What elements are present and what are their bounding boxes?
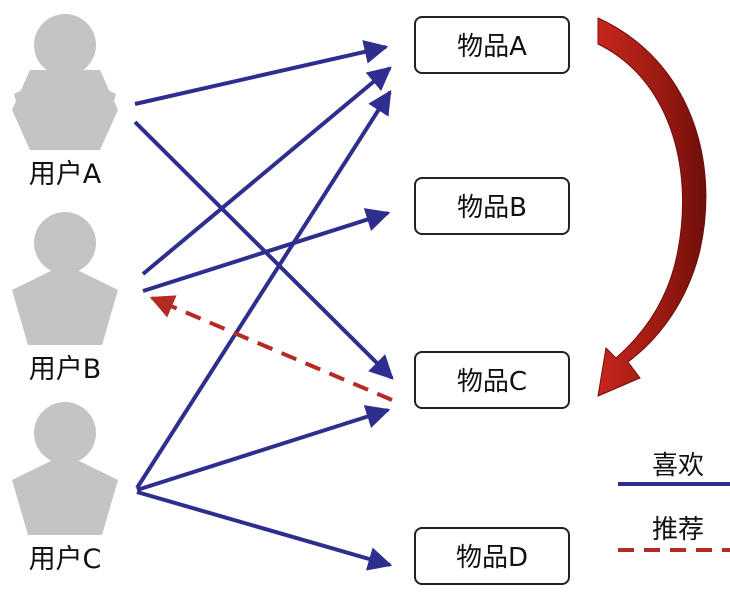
recommend-edges	[149, 295, 393, 402]
item-d: 物品D	[414, 527, 570, 585]
edge-userb-itema	[141, 66, 392, 276]
legend-like: 喜欢	[618, 451, 730, 486]
edge-usera-itemc	[133, 120, 394, 380]
similarity-curve-arrow	[597, 17, 707, 397]
item-a-label: 物品A	[457, 32, 527, 62]
legend: 喜欢 推荐	[618, 451, 730, 552]
like-edges	[133, 40, 394, 571]
user-c: 用户C	[12, 402, 118, 575]
legend-recommend: 推荐	[618, 515, 730, 552]
legend-like-label: 喜欢	[652, 451, 704, 481]
user-icon	[12, 402, 118, 535]
edge-userc-itemd	[136, 490, 393, 571]
item-c-label: 物品C	[457, 367, 527, 397]
user-icon	[12, 212, 118, 345]
item-a: 物品A	[414, 16, 570, 74]
edge-itemc-userb	[149, 295, 393, 402]
item-c: 物品C	[414, 351, 570, 409]
user-b: 用户B	[12, 212, 118, 385]
user-c-label: 用户C	[29, 544, 102, 575]
edge-userc-itemc	[136, 405, 391, 492]
edge-userb-itemb	[142, 208, 391, 293]
item-b: 物品B	[414, 177, 570, 235]
item-d-label: 物品D	[456, 543, 528, 573]
edge-userc-itema	[135, 89, 392, 490]
user-icon	[12, 14, 118, 150]
user-a: 用户A	[12, 14, 118, 190]
item-b-label: 物品B	[457, 193, 527, 223]
user-b-label: 用户B	[29, 354, 102, 385]
user-a-label: 用户A	[29, 159, 102, 190]
legend-recommend-label: 推荐	[652, 515, 704, 545]
edge-usera-itema	[134, 40, 389, 106]
